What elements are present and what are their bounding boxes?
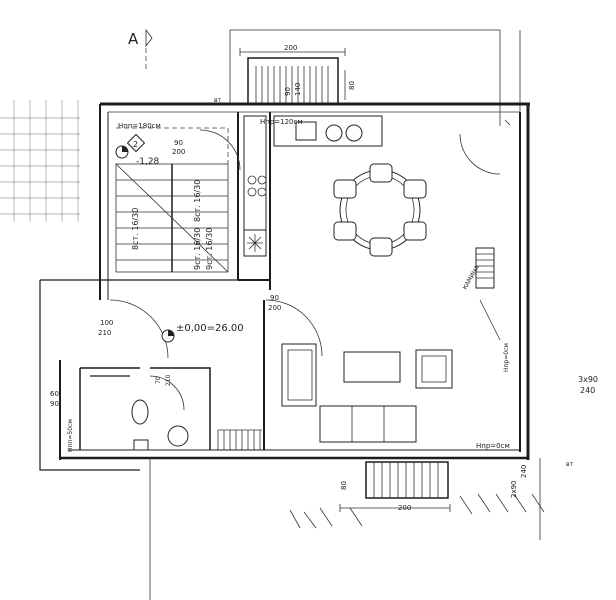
sofa-bottom xyxy=(319,405,417,443)
fireplace xyxy=(475,247,501,341)
stair-flight-4: 9ст. 16/30 xyxy=(205,228,214,270)
entry-door-w: 100 xyxy=(100,319,113,327)
sill-bottom-label: Hпр=0см xyxy=(476,442,510,450)
section-label: A xyxy=(128,30,139,48)
top-entry-steps xyxy=(247,57,339,105)
toilet-icon xyxy=(131,399,149,425)
dim-top-stair-b: 140 xyxy=(294,83,302,96)
stove-icon xyxy=(247,175,257,185)
stair-flight-1: 8ст. 16/30 xyxy=(131,208,140,250)
sill-wc-label: Hпп=50см xyxy=(67,419,74,452)
level-marker-icon xyxy=(115,145,175,343)
main-level-label: ±0,00=26.00 xyxy=(176,323,244,334)
ceiling-height-label: Hпп=180см xyxy=(118,122,161,130)
doors xyxy=(109,129,501,411)
sink-icon xyxy=(295,121,317,141)
dim-bottom-width: 200 xyxy=(398,504,411,512)
interior-walls xyxy=(79,112,271,450)
st-top-label: вт xyxy=(214,97,222,104)
hall-door-h: 200 xyxy=(268,304,281,312)
sofa-left xyxy=(281,343,317,407)
stair-flight-3: 9ст. 16/30 xyxy=(193,228,202,270)
kitchen-door-w: 90 xyxy=(174,139,183,147)
hall-door-w: 90 xyxy=(270,294,279,302)
st-right-label: вт xyxy=(566,461,574,468)
left-terrace-grid xyxy=(0,100,80,222)
window-right-a: 3x90 xyxy=(578,375,598,384)
dim-top-side: 80 xyxy=(348,81,356,90)
coffee-table xyxy=(343,351,401,383)
level-diamond-icon xyxy=(126,133,146,153)
washer-icon xyxy=(345,124,363,142)
kitchen-counter xyxy=(243,115,383,257)
wc-door-w: 60 xyxy=(50,390,59,398)
hall-steps xyxy=(217,429,262,450)
dim-bottom-right-b: 2x90 xyxy=(510,480,518,498)
wc-inner-h: 210 xyxy=(165,374,172,386)
entry-door-h: 210 xyxy=(98,329,111,337)
dim-top-stair-a: 90 xyxy=(284,87,292,96)
kitchen-door-h: 200 xyxy=(172,148,185,156)
bottom-entry-steps xyxy=(365,461,449,499)
stair-flight-2: 8ст. 16/30 xyxy=(193,180,202,222)
dim-bottom-side: 80 xyxy=(340,481,348,490)
exterior-walls xyxy=(39,102,530,471)
dim-top-width: 200 xyxy=(284,44,297,52)
stair-level-label: -1,28 xyxy=(136,157,160,167)
bottom-porch xyxy=(149,458,545,600)
dining-table xyxy=(333,163,427,257)
sill-top-label: Hпр=120см xyxy=(260,118,303,126)
sill-right-label: Hпр=0см xyxy=(503,343,510,372)
fridge-icon xyxy=(243,229,267,257)
window-right-b: 240 xyxy=(580,386,595,395)
wc-inner-w: 70 xyxy=(155,376,162,384)
staircase xyxy=(115,127,229,273)
washbasin-icon xyxy=(167,425,189,447)
wc-door-h: 90 xyxy=(50,400,59,408)
dim-bottom-right-a: 240 xyxy=(520,465,528,478)
washer-icon xyxy=(325,124,343,142)
level-number: 2 xyxy=(133,140,138,149)
living-furniture xyxy=(281,343,453,443)
section-arrow-icon xyxy=(145,28,153,48)
bathroom xyxy=(131,399,189,451)
top-porch xyxy=(229,29,521,130)
